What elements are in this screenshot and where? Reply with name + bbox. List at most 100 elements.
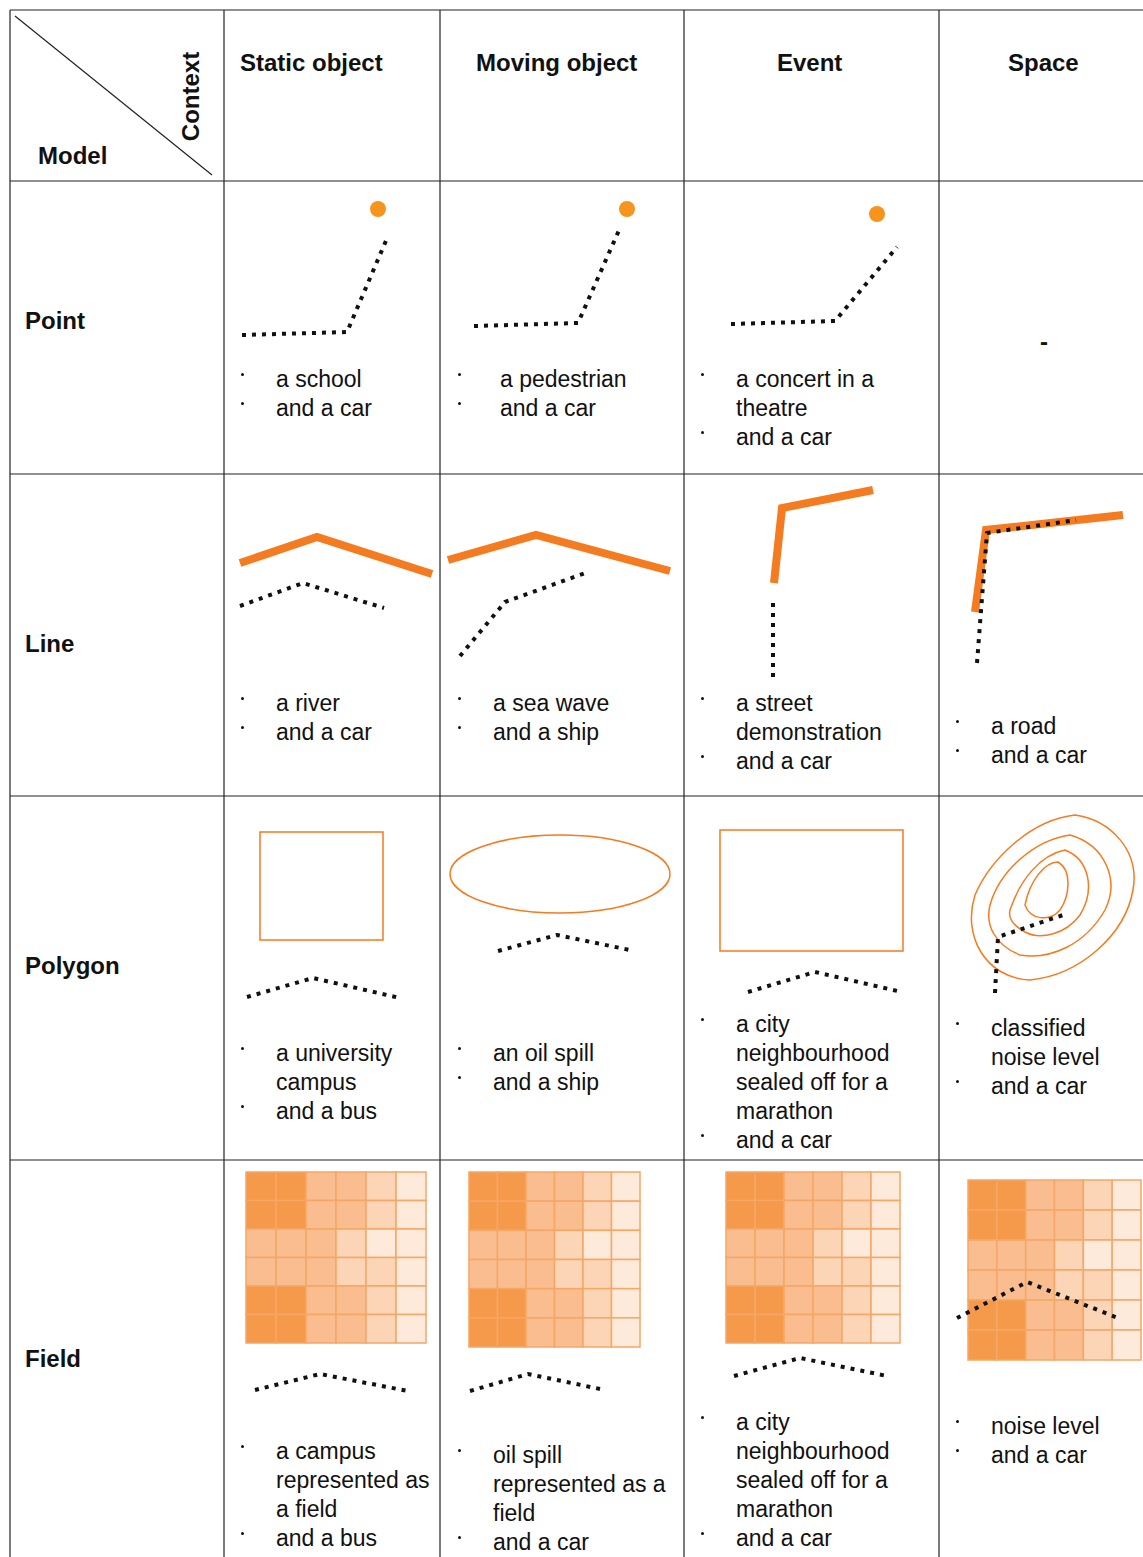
table-cell-text: and a ship — [493, 1068, 675, 1097]
header-cell: Point — [25, 306, 205, 335]
table-cell-text: a school — [276, 365, 434, 394]
table-cell-text: a concert in a theatre — [736, 365, 928, 423]
header-cell: Moving object — [476, 48, 676, 77]
field-cell — [726, 1315, 755, 1344]
bullet-dot — [701, 1018, 704, 1021]
table-cell-text: an oil spill — [493, 1039, 675, 1068]
field-grids — [246, 1172, 1141, 1360]
field-cell — [469, 1172, 498, 1201]
field-cell — [1112, 1330, 1141, 1360]
field-cell — [336, 1315, 366, 1344]
field-cell — [842, 1315, 871, 1344]
field-cell — [784, 1201, 813, 1230]
field-cell — [871, 1258, 900, 1287]
field-cell — [526, 1201, 555, 1230]
field-cell — [726, 1286, 755, 1315]
field-cell — [612, 1318, 641, 1347]
bullet-dot — [241, 1105, 244, 1108]
bullet-dot — [701, 755, 704, 758]
table-cell-text: oil spill represented as a field — [493, 1441, 675, 1528]
bullet-dot — [701, 1416, 704, 1419]
bullet-dot — [956, 1449, 959, 1452]
bullet-dot — [241, 402, 244, 405]
field-cell — [396, 1201, 426, 1230]
car-trajectories — [240, 228, 1118, 1391]
field-cell — [968, 1210, 997, 1240]
field-cell — [336, 1229, 366, 1258]
field-cell — [366, 1172, 396, 1201]
table-cell-text: a city neighbourhood sealed off for a ma… — [736, 1408, 928, 1524]
field-cell — [842, 1229, 871, 1258]
field-cell — [1026, 1330, 1055, 1360]
field-cell — [583, 1230, 612, 1259]
field-cell — [1026, 1210, 1055, 1240]
table-cell-text: and a car — [991, 741, 1137, 770]
table-cell-text: and a ship — [493, 718, 675, 747]
bullet-dot — [956, 1022, 959, 1025]
field-cell — [813, 1286, 842, 1315]
table-cell-text: and a car — [276, 394, 434, 423]
field-cell — [555, 1230, 584, 1259]
field-cell — [968, 1330, 997, 1360]
table-cell-text: a pedestrian — [500, 365, 677, 394]
field-cell — [583, 1201, 612, 1230]
field-cell — [306, 1315, 336, 1344]
field-cell — [1026, 1180, 1055, 1210]
field-cell — [583, 1172, 612, 1201]
field-cell — [396, 1315, 426, 1344]
field-cell — [1055, 1300, 1084, 1330]
field-cell — [526, 1318, 555, 1347]
field-cell — [842, 1286, 871, 1315]
field-cell — [842, 1258, 871, 1287]
field-cell — [612, 1260, 641, 1289]
header-cell: Context — [176, 27, 205, 167]
field-cell — [842, 1201, 871, 1230]
table-cell-text: and a car — [991, 1441, 1137, 1470]
field-cell — [498, 1260, 527, 1289]
field-cell — [871, 1172, 900, 1201]
field-cell — [784, 1258, 813, 1287]
header-cell: Event — [777, 48, 927, 77]
bullet-dot — [458, 402, 461, 405]
field-cell — [498, 1318, 527, 1347]
field-cell — [813, 1229, 842, 1258]
table-cell-text: and a car — [736, 1126, 928, 1155]
field-cell — [246, 1201, 276, 1230]
field-cell — [469, 1201, 498, 1230]
field-cell — [755, 1172, 784, 1201]
table-cell-text: a road — [991, 712, 1137, 741]
field-cell — [1083, 1240, 1112, 1270]
table-cell-text: and a car — [736, 1524, 928, 1553]
field-cell — [526, 1230, 555, 1259]
bullet-dot — [241, 726, 244, 729]
field-cell — [526, 1172, 555, 1201]
field-cell — [469, 1289, 498, 1318]
field-cell — [583, 1260, 612, 1289]
header-cell: - — [1040, 327, 1070, 356]
field-cell — [336, 1258, 366, 1287]
bullet-dot — [458, 1076, 461, 1079]
bullet-dot — [458, 1449, 461, 1452]
field-cell — [469, 1260, 498, 1289]
bullet-dot — [458, 697, 461, 700]
field-cell — [1083, 1270, 1112, 1300]
field-cell — [726, 1229, 755, 1258]
field-cell — [276, 1201, 306, 1230]
field-cell — [306, 1258, 336, 1287]
field-cell — [1083, 1180, 1112, 1210]
field-cell — [755, 1315, 784, 1344]
field-cell — [555, 1260, 584, 1289]
field-cell — [813, 1172, 842, 1201]
bullet-dot — [701, 1532, 704, 1535]
bullet-dot — [701, 1134, 704, 1137]
field-cell — [336, 1201, 366, 1230]
table-grid — [10, 10, 1143, 1557]
field-cell — [469, 1230, 498, 1259]
table-cell-text: and a car — [276, 718, 434, 747]
bullet-dot — [701, 431, 704, 434]
field-cell — [813, 1315, 842, 1344]
field-cell — [1112, 1240, 1141, 1270]
field-cell — [755, 1258, 784, 1287]
field-cell — [276, 1229, 306, 1258]
